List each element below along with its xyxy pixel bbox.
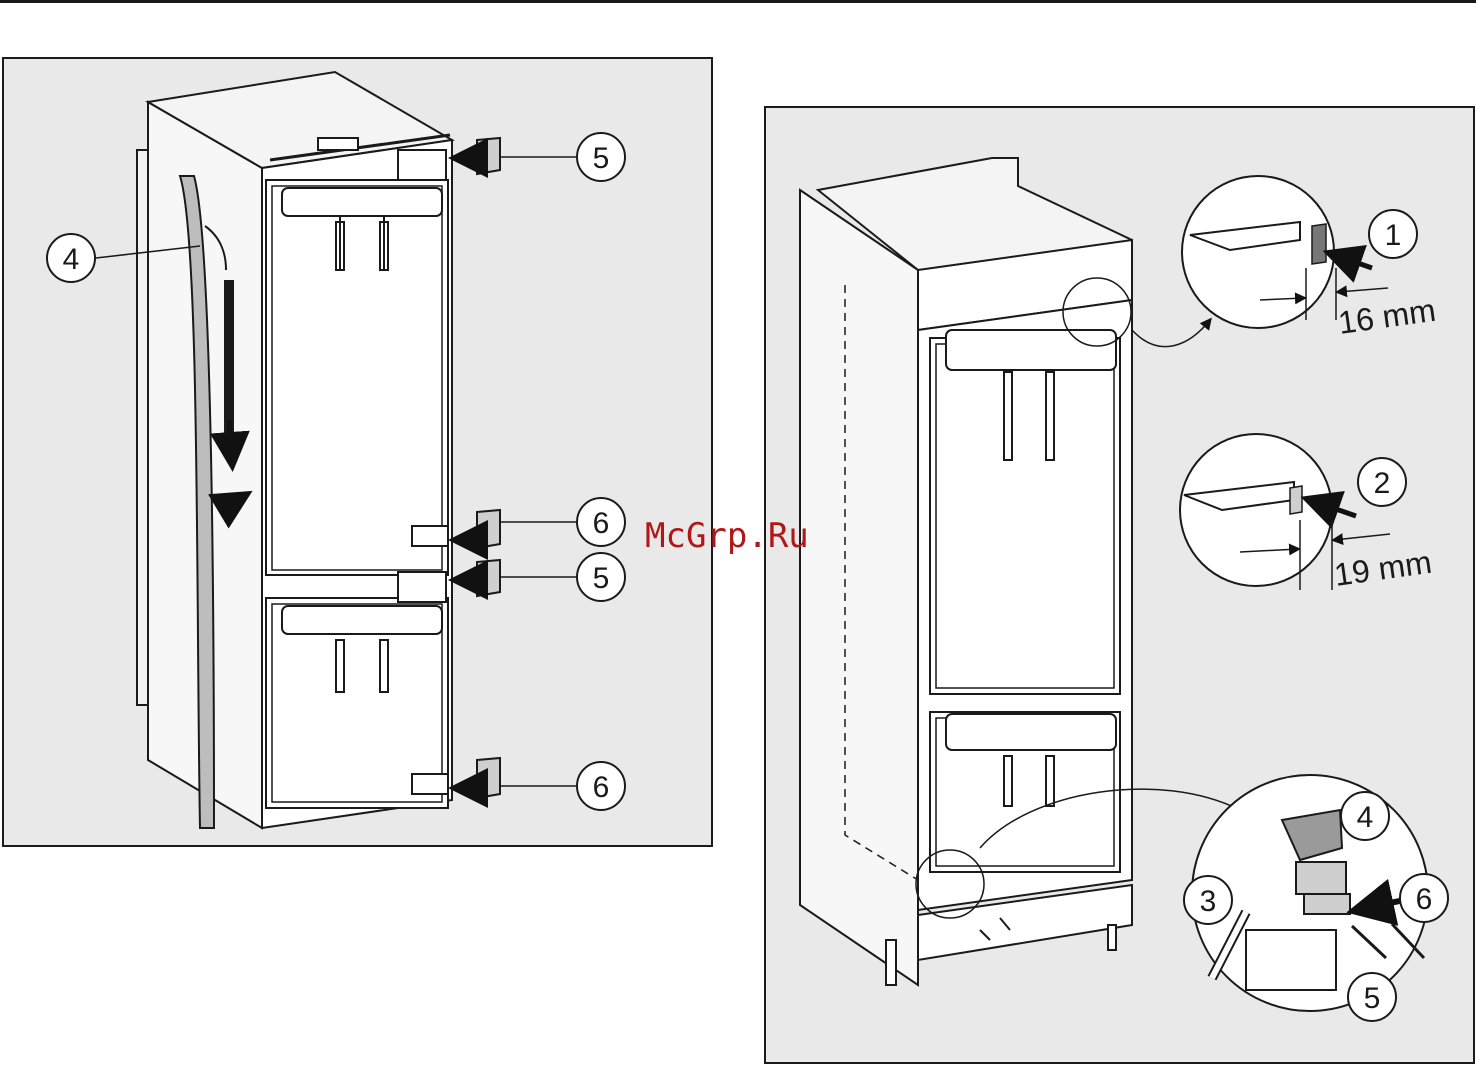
svg-text:6: 6 bbox=[593, 771, 610, 804]
svg-text:5: 5 bbox=[593, 142, 610, 175]
hinge-arrows-left bbox=[458, 158, 475, 788]
svg-text:1: 1 bbox=[1385, 219, 1402, 252]
svg-text:4: 4 bbox=[63, 243, 80, 276]
callout-right-2: 2 bbox=[1358, 458, 1406, 506]
callout-left-5a: 5 bbox=[577, 133, 625, 181]
svg-text:5: 5 bbox=[1364, 982, 1381, 1015]
callout-right-6: 6 bbox=[1400, 874, 1448, 922]
callout-left-5b: 5 bbox=[577, 553, 625, 601]
svg-text:6: 6 bbox=[1416, 883, 1433, 916]
watermark: McGrp.Ru bbox=[645, 516, 809, 556]
svg-text:4: 4 bbox=[1357, 801, 1374, 834]
hinge-parts-left bbox=[477, 138, 500, 798]
svg-text:2: 2 bbox=[1374, 467, 1391, 500]
svg-text:3: 3 bbox=[1200, 885, 1217, 918]
callout-right-1: 1 bbox=[1369, 210, 1417, 258]
dimension-16mm: 16 mm bbox=[1336, 292, 1438, 341]
callout-left-6b: 6 bbox=[577, 762, 625, 810]
svg-text:5: 5 bbox=[593, 562, 610, 595]
callout-right-4: 4 bbox=[1341, 792, 1389, 840]
callout-left-4: 4 bbox=[47, 234, 95, 282]
svg-text:6: 6 bbox=[593, 507, 610, 540]
dimension-19mm: 19 mm bbox=[1332, 544, 1434, 593]
callout-right-3: 3 bbox=[1184, 876, 1232, 924]
callout-left-6a: 6 bbox=[577, 498, 625, 546]
callout-right-5: 5 bbox=[1348, 973, 1396, 1021]
